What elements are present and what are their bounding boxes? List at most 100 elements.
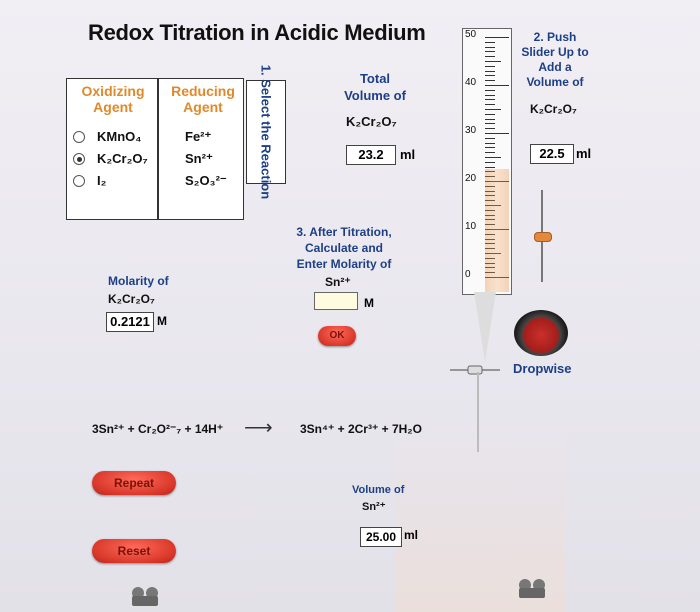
select-reaction-label: 1. Select the Reaction	[258, 64, 274, 200]
burette-tick	[485, 277, 509, 278]
page-title: Redox Titration in Acidic Medium	[88, 20, 426, 45]
burette-tick	[485, 46, 495, 48]
burette-tick	[485, 200, 495, 202]
row-3-oxidizing: I₂	[97, 173, 107, 188]
row-1-reducing: Fe²⁺	[185, 129, 212, 144]
burette-tick	[485, 238, 495, 240]
dichromate-molarity-display: 0.2121	[106, 312, 154, 332]
burette-liquid	[485, 169, 509, 292]
burette-tick	[485, 123, 495, 125]
row-2-reducing: Sn²⁺	[185, 151, 213, 166]
after-titration-line1: 3. After Titration,	[296, 225, 392, 239]
sn-volume-display: 25.00	[360, 527, 402, 547]
dropwise-button[interactable]	[514, 310, 568, 356]
burette-tip	[474, 292, 496, 362]
push-slider-caption: 2. Push Slider Up to Add a Volume of	[515, 30, 595, 90]
push-slider-line4: Volume of	[526, 75, 584, 89]
stopcock[interactable]	[450, 362, 500, 375]
total-volume-unit: ml	[400, 147, 416, 162]
burette-tick	[485, 161, 495, 163]
volume-slider-handle[interactable]	[534, 232, 552, 242]
burette-tick	[485, 85, 509, 86]
burette-tick	[485, 262, 495, 264]
burette-tick	[485, 214, 495, 216]
burette-label: 10	[465, 221, 477, 232]
burette-tick	[485, 205, 501, 206]
total-volume-display: 23.2	[346, 145, 396, 165]
molarity-reagent: K₂Cr₂O₇	[108, 292, 155, 306]
sn-molarity-unit: M	[364, 296, 374, 310]
after-titration-line3: Enter Molarity of	[296, 257, 392, 271]
burette-label: 30	[465, 125, 477, 136]
equation-reactants: 3Sn²⁺ + Cr₂O²⁻₇ + 14H⁺	[92, 422, 224, 436]
projector-icon-right	[513, 578, 553, 598]
burette-tick	[485, 157, 501, 158]
burette-tick	[485, 253, 501, 254]
reagent-table: Oxidizing Agent Reducing Agent KMnO₄ Fe²…	[66, 78, 244, 220]
row-3-reducing: S₂O₃²⁻	[185, 173, 227, 188]
molarity-caption: Molarity of	[108, 274, 169, 288]
burette-tick	[485, 94, 495, 96]
burette-tick	[485, 190, 495, 192]
burette-tick	[485, 257, 495, 259]
burette-tick	[485, 166, 495, 168]
total-volume-line2: Volume of	[344, 88, 406, 103]
burette-tick	[485, 128, 495, 130]
burette-tick	[485, 185, 495, 187]
burette-tick	[485, 147, 495, 149]
ok-button[interactable]: OK	[318, 326, 356, 346]
radio-reaction-2[interactable]	[73, 153, 85, 165]
burette-tick	[485, 56, 495, 58]
total-volume-reagent: K₂Cr₂O₇	[346, 114, 397, 129]
burette-tick	[485, 171, 495, 173]
added-volume-unit: ml	[576, 146, 592, 161]
dichromate-molarity-unit: M	[157, 314, 167, 328]
burette-tick	[485, 248, 495, 250]
burette-tick	[485, 99, 495, 101]
sn-volume-unit: ml	[404, 528, 419, 542]
burette-stem	[477, 372, 479, 452]
push-slider-line1: 2. Push	[533, 30, 577, 44]
burette-tick	[485, 272, 495, 274]
sn-volume-reagent: Sn²⁺	[362, 501, 386, 513]
row-2-oxidizing: K₂Cr₂O₇	[97, 151, 148, 166]
burette-tick	[485, 37, 509, 38]
after-titration-caption: 3. After Titration, Calculate and Enter …	[288, 224, 400, 272]
added-volume-display: 22.5	[530, 144, 574, 164]
equation-products: 3Sn⁴⁺ + 2Cr³⁺ + 7H₂O	[300, 422, 422, 436]
radio-reaction-1[interactable]	[73, 131, 85, 143]
burette-tick	[485, 89, 495, 91]
push-slider-line3: Add a	[538, 60, 572, 74]
burette-tick	[485, 65, 495, 67]
burette-tick	[485, 51, 495, 53]
burette-tick	[485, 70, 495, 72]
burette-tick	[485, 41, 495, 43]
burette-tick	[485, 209, 495, 211]
after-titration-reagent: Sn²⁺	[325, 275, 351, 289]
burette-tick	[485, 133, 509, 134]
burette-tick	[485, 142, 495, 144]
select-reaction-box: 1. Select the Reaction	[246, 65, 286, 199]
burette-tick	[485, 181, 509, 182]
burette-tick	[485, 195, 495, 197]
repeat-button[interactable]: Repeat	[92, 471, 176, 495]
burette-tick	[485, 243, 495, 245]
burette-tick	[485, 113, 495, 115]
burette-tick	[485, 267, 495, 269]
burette-label: 50	[465, 29, 477, 40]
burette-tick	[485, 233, 495, 235]
burette-tick	[485, 137, 495, 139]
after-titration-line2: Calculate and	[304, 241, 384, 255]
table-divider	[157, 79, 159, 219]
burette-tick	[485, 118, 495, 120]
burette-tick	[485, 152, 495, 154]
row-1-oxidizing: KMnO₄	[97, 129, 142, 144]
radio-reaction-3[interactable]	[73, 175, 85, 187]
sn-molarity-input[interactable]	[314, 292, 358, 310]
burette-tick	[485, 224, 495, 226]
burette-label: 40	[465, 77, 477, 88]
reset-button[interactable]: Reset	[92, 539, 176, 563]
burette-tick	[485, 176, 495, 178]
dropwise-label: Dropwise	[513, 361, 572, 376]
